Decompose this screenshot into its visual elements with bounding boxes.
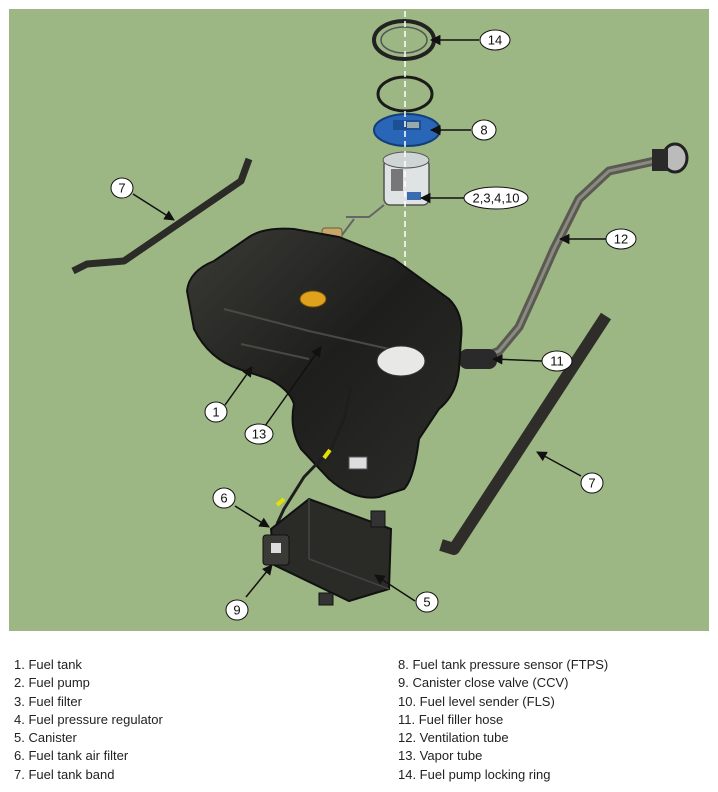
callout-label: 7 bbox=[118, 181, 125, 196]
legend-item: 13. Vapor tube bbox=[398, 748, 483, 764]
fuel-tank-band-right bbox=[439, 312, 612, 555]
legend-left-column: 1. Fuel tank 2. Fuel pump 3. Fuel filter… bbox=[14, 656, 163, 784]
legend-item: 2. Fuel pump bbox=[14, 675, 90, 691]
legend-item: 5. Canister bbox=[14, 730, 77, 746]
callout-label: 5 bbox=[423, 595, 430, 610]
callout-1: 1 bbox=[204, 401, 228, 423]
leader-lines bbox=[132, 34, 606, 602]
callout-label: 12 bbox=[614, 232, 628, 247]
callout-label: 13 bbox=[252, 427, 266, 442]
callout-label: 1 bbox=[212, 405, 219, 420]
legend-right-column: 8. Fuel tank pressure sensor (FTPS) 9. C… bbox=[398, 656, 608, 784]
legend-item: 10. Fuel level sender (FLS) bbox=[398, 693, 555, 709]
callout-label: 11 bbox=[550, 354, 564, 369]
callout-6: 6 bbox=[212, 487, 236, 509]
diagram-figure: 14 8 2,3,4,10 7 12 11 1 13 6 5 9 7 bbox=[9, 9, 709, 631]
callout-13: 13 bbox=[244, 423, 274, 445]
callout-9: 9 bbox=[225, 599, 249, 621]
legend-item: 1. Fuel tank bbox=[14, 657, 82, 672]
legend-item: 6. Fuel tank air filter bbox=[14, 748, 129, 764]
legend-item: 9. Canister close valve (CCV) bbox=[398, 675, 569, 691]
callout-label: 6 bbox=[220, 491, 227, 506]
vapor-tube bbox=[275, 386, 353, 525]
ventilation-tube bbox=[472, 142, 689, 366]
callout-7-right: 7 bbox=[580, 472, 604, 494]
fuel-tank-pressure-sensor bbox=[373, 113, 441, 147]
callout-12: 12 bbox=[605, 228, 637, 250]
legend-item: 7. Fuel tank band bbox=[14, 766, 115, 782]
callout-14: 14 bbox=[479, 29, 511, 51]
callout-label: 2,3,4,10 bbox=[473, 191, 520, 206]
legend-item: 4. Fuel pressure regulator bbox=[14, 711, 163, 727]
callout-label: 7 bbox=[588, 476, 595, 491]
fuel-pump-module bbox=[321, 151, 430, 243]
callout-label: 8 bbox=[480, 123, 487, 138]
callout-label: 14 bbox=[488, 33, 502, 48]
fuel-filler-hose bbox=[459, 349, 497, 369]
diagram-canvas: 14 8 2,3,4,10 7 12 11 1 13 6 5 9 7 bbox=[9, 9, 709, 631]
legend-item: 12. Ventilation tube bbox=[398, 730, 509, 746]
legend-item: 8. Fuel tank pressure sensor (FTPS) bbox=[398, 657, 609, 672]
callout-label: 9 bbox=[233, 603, 240, 618]
callout-2-3-4-10: 2,3,4,10 bbox=[463, 186, 529, 210]
callout-11: 11 bbox=[541, 350, 573, 372]
fuel-tank bbox=[185, 227, 463, 499]
fuel-tank-band-left bbox=[71, 157, 253, 275]
callout-8: 8 bbox=[471, 119, 497, 141]
canister-close-valve bbox=[262, 534, 290, 566]
legend-item: 3. Fuel filter bbox=[14, 693, 82, 709]
legend-item: 14. Fuel pump locking ring bbox=[398, 766, 551, 782]
callout-5: 5 bbox=[415, 591, 439, 613]
callout-7-left: 7 bbox=[110, 177, 134, 199]
legend-item: 11. Fuel filler hose bbox=[398, 711, 504, 727]
